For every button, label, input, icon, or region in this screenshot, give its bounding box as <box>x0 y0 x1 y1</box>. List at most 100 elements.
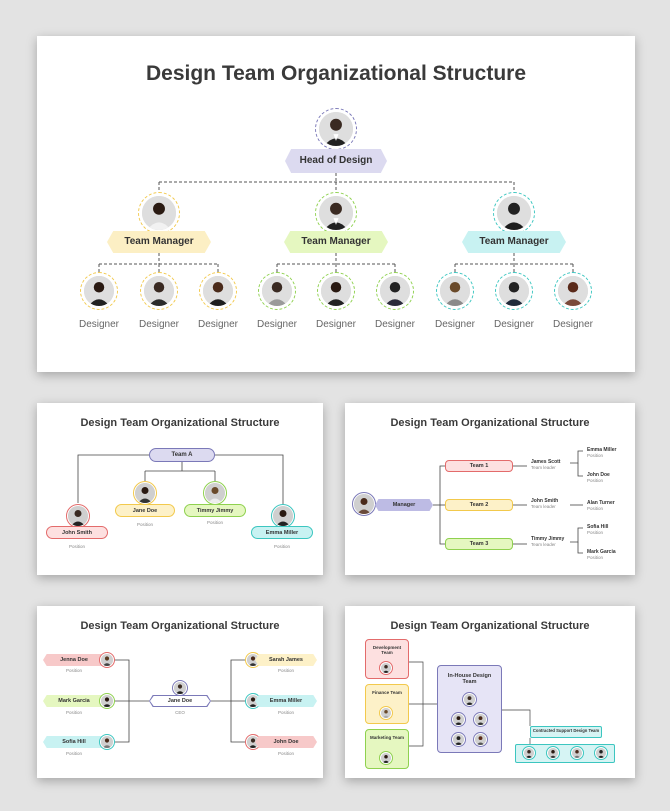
member-position: Position <box>273 544 290 549</box>
head-of-design-label: Head of Design <box>285 149 387 173</box>
member-position: Position <box>65 668 82 673</box>
manager-avatar <box>352 492 376 516</box>
ceo-name: Jane Doe <box>150 696 210 706</box>
member-name: Timmy Jimmy <box>184 504 246 517</box>
designer-label: Designer <box>78 319 120 330</box>
contracted-team-label: Contracted Support Design Team <box>532 728 600 733</box>
member-position: Position <box>65 751 82 756</box>
slide-connectors <box>409 661 531 747</box>
designer-avatar <box>495 272 533 310</box>
left-member-name: Sofia Hill <box>43 736 105 748</box>
inhouse-avatar <box>462 692 477 707</box>
manager-1-avatar <box>138 192 180 234</box>
manager-2-avatar <box>315 192 357 234</box>
main-connectors <box>98 173 574 272</box>
designer-avatar <box>258 272 296 310</box>
right-member-name: John Doe <box>255 736 317 748</box>
designer-label: Designer <box>315 319 357 330</box>
manager-2-label: Team Manager <box>284 231 388 253</box>
team-1-label: Team 1 <box>445 460 513 472</box>
member-position: Position <box>587 478 604 483</box>
member-avatar <box>245 734 261 750</box>
team-2-label: Team 2 <box>445 499 513 511</box>
slide-title: Design Team Organizational Structure <box>390 417 590 429</box>
main-title: Design Team Organizational Structure <box>145 62 527 85</box>
member-avatar <box>99 652 115 668</box>
member-position: Position <box>136 522 153 527</box>
member-position: Position <box>68 544 85 549</box>
designer-label: Designer <box>256 319 298 330</box>
inhouse-avatar <box>473 712 488 727</box>
team-a-label: Team A <box>149 448 215 462</box>
member-name: John Doe <box>587 472 610 478</box>
member-name: Alan Turner <box>587 500 615 506</box>
member-position: Position <box>587 530 604 535</box>
contracted-members-box <box>515 744 615 763</box>
member-name: Emma Miller <box>587 447 617 453</box>
contracted-avatar <box>522 746 536 760</box>
slide-connectors <box>433 450 583 554</box>
inhouse-avatar <box>451 732 466 747</box>
designer-label: Designer <box>552 319 594 330</box>
member-position: Position <box>587 506 604 511</box>
right-member-name: Sarah James <box>255 654 317 666</box>
marketing-avatar <box>379 751 393 765</box>
member-position: Position <box>587 555 604 560</box>
ceo-frame: Jane Doe <box>149 695 211 707</box>
leader-name: John Smith <box>531 498 559 504</box>
left-member-name: Mark Garcia <box>43 695 105 707</box>
manager-3-avatar <box>493 192 535 234</box>
inhouse-team-label: In-House Design Team <box>447 673 492 685</box>
left-member-name: Jenna Doe <box>43 654 105 666</box>
team-leader: James Scott Team leader <box>531 459 560 470</box>
team-3-label: Team 3 <box>445 538 513 550</box>
member-name: Sofia Hill <box>587 524 609 530</box>
member-name: Mark Garcia <box>587 549 616 555</box>
leader-name: James Scott <box>531 459 561 465</box>
designer-avatar <box>376 272 414 310</box>
slide-title: Design Team Organizational Structure <box>80 417 280 429</box>
marketing-team-label: Marketing Team <box>370 735 404 740</box>
finance-team-label: Finance Team <box>372 690 402 695</box>
designer-avatar <box>199 272 237 310</box>
manager-3-label: Team Manager <box>462 231 566 253</box>
member-name: John Smith <box>46 526 108 539</box>
leader-name: Timmy Jimmy <box>531 536 565 542</box>
member-position: Position <box>65 710 82 715</box>
development-team-box: Development Team <box>365 639 409 679</box>
designer-label: Designer <box>138 319 180 330</box>
member-avatar <box>99 734 115 750</box>
thumbnail-slide-ceo[interactable]: Design Team Organizational Structure Jen… <box>37 606 323 778</box>
dev-avatar <box>379 661 393 675</box>
member-position: Position <box>206 520 223 525</box>
member-avatar <box>203 481 227 505</box>
thumbnail-slide-team-a[interactable]: Design Team Organizational Structure Tea… <box>37 403 323 575</box>
member-avatar <box>133 481 157 505</box>
member-avatar <box>245 652 261 668</box>
ceo-avatar <box>172 680 188 696</box>
contracted-avatar <box>570 746 584 760</box>
team-leader: John Smith Team leader <box>531 498 558 509</box>
member-position: Position <box>277 668 294 673</box>
thumbnail-slide-manager-teams[interactable]: Design Team Organizational Structure Man… <box>345 403 635 575</box>
slide-title: Design Team Organizational Structure <box>80 620 280 632</box>
member-name: Emma Miller <box>251 526 313 539</box>
manager-label: Manager <box>375 499 433 511</box>
main-slide[interactable]: Design Team Organizational Structure <box>37 36 635 372</box>
designer-label: Designer <box>374 319 416 330</box>
development-team-label: Development Team <box>372 645 402 655</box>
member-position: Position <box>587 453 604 458</box>
thumbnail-slide-inhouse[interactable]: Design Team Organizational Structure Dev… <box>345 606 635 778</box>
designer-avatar <box>554 272 592 310</box>
designer-label: Designer <box>197 319 239 330</box>
designer-avatar <box>436 272 474 310</box>
designer-avatar <box>317 272 355 310</box>
designer-label: Designer <box>434 319 476 330</box>
designer-avatar <box>80 272 118 310</box>
member-avatar <box>271 504 295 528</box>
slide-title: Design Team Organizational Structure <box>390 620 590 632</box>
